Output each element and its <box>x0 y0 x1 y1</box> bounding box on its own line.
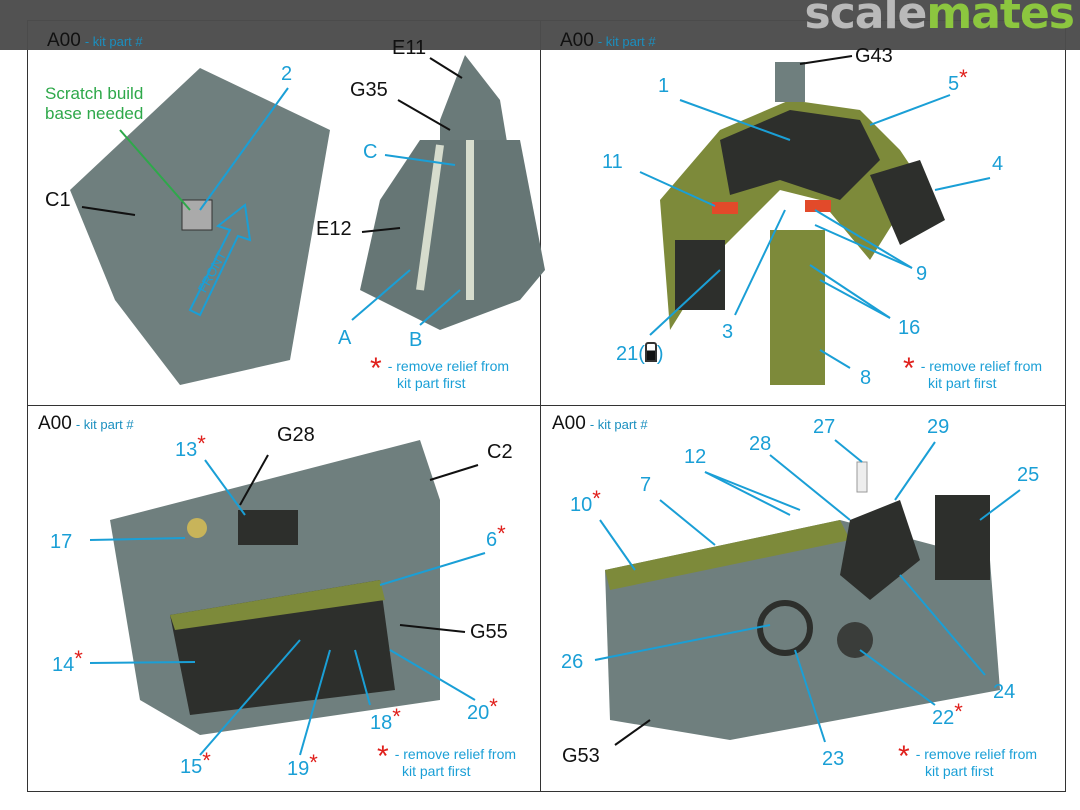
label-13: 13* <box>175 431 206 461</box>
label-21: 21() <box>616 342 664 365</box>
label-14: 14* <box>52 646 83 676</box>
label-19: 19* <box>287 750 318 780</box>
label-29: 29 <box>927 416 950 438</box>
wheel-22 <box>837 622 873 658</box>
label-17: 17 <box>50 531 73 553</box>
label-15: 15* <box>180 748 211 778</box>
label-3: 3 <box>722 321 734 343</box>
label-c2: C2 <box>487 441 513 463</box>
label-24: 24 <box>993 681 1016 703</box>
label-g35: G35 <box>350 79 388 101</box>
left-subpanel <box>675 240 725 310</box>
divider-vertical <box>540 20 541 792</box>
panel-25 <box>935 495 990 580</box>
part-17 <box>187 518 207 538</box>
scratch-base <box>181 199 213 231</box>
label-a: A <box>338 327 352 349</box>
seat-belts <box>416 140 474 300</box>
label-2: 2 <box>281 63 293 85</box>
panel2-header: A00- kit part # <box>560 30 656 51</box>
label-1: 1 <box>658 75 670 97</box>
label-e12: E12 <box>316 218 352 240</box>
label-12: 12 <box>684 446 707 468</box>
front-arrow-icon <box>188 203 252 317</box>
label-9: 9 <box>916 263 928 285</box>
label-c1: C1 <box>45 189 71 211</box>
panel3-header: A00- kit part # <box>38 413 134 434</box>
label-4: 4 <box>992 153 1004 175</box>
label-23: 23 <box>822 748 845 770</box>
part-g28 <box>238 510 298 545</box>
panel4-header: A00- kit part # <box>552 413 648 434</box>
seat-back-e11 <box>440 55 510 160</box>
label-g43: G43 <box>855 45 893 67</box>
part-g43 <box>775 62 805 102</box>
label-28: 28 <box>749 433 772 455</box>
label-10: 10* <box>570 486 601 516</box>
divider-horizontal <box>27 405 1066 406</box>
label-27: 27 <box>813 416 836 438</box>
label-b: B <box>409 329 423 351</box>
label-5: 5* <box>948 65 968 95</box>
label-11: 11 <box>602 151 623 173</box>
top-banner <box>0 0 1080 50</box>
label-8: 8 <box>860 367 872 389</box>
label-e11: E11 <box>392 37 427 59</box>
seat-e12 <box>360 140 545 330</box>
label-g53: G53 <box>562 745 600 767</box>
panel-face <box>720 110 880 200</box>
label-g55: G55 <box>470 621 508 643</box>
label-c: C <box>363 141 378 163</box>
label-7: 7 <box>640 474 652 496</box>
label-20: 20* <box>467 694 498 724</box>
label-16: 16 <box>898 317 921 339</box>
label-25: 25 <box>1017 464 1040 486</box>
tool-icon <box>644 342 657 362</box>
scalemates-logo: scalemates <box>804 0 1075 39</box>
label-22: 22* <box>932 699 963 729</box>
label-6: 6* <box>486 521 506 551</box>
center-console-8 <box>770 230 825 385</box>
label-18: 18* <box>370 704 401 734</box>
label-g28: G28 <box>277 424 315 446</box>
panel1-header: A00- kit part # <box>47 30 143 51</box>
right-subpanel <box>870 160 945 245</box>
label-26: 26 <box>561 651 584 673</box>
